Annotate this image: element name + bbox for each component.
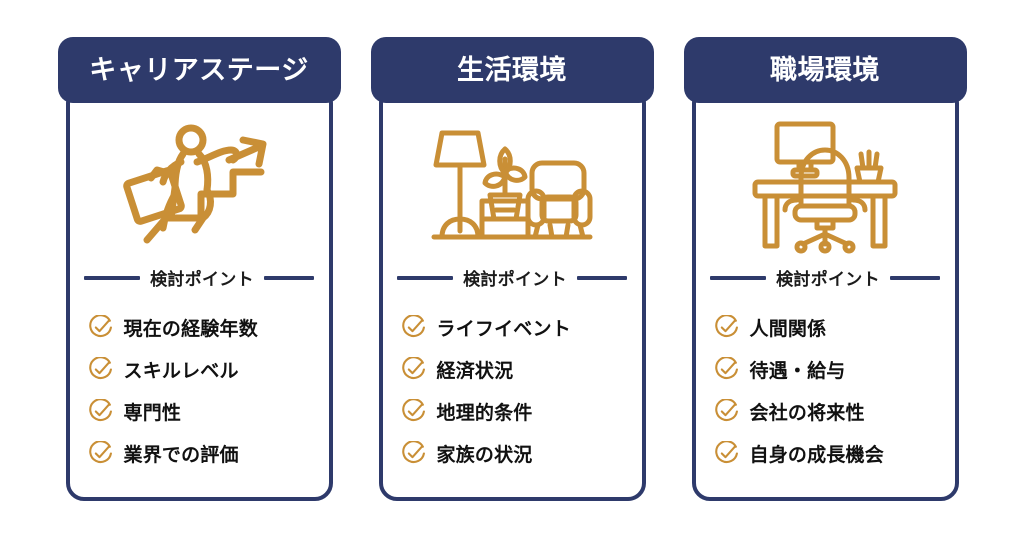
list-item: 経済状況 (401, 348, 632, 390)
divider: 検討ポイント (80, 265, 319, 290)
card-content: 検討ポイント ライフイベント 経済状況 (379, 85, 646, 501)
divider-rule-left (397, 275, 454, 280)
check-circle-icon (88, 440, 112, 463)
list-item-label: 業界での評価 (123, 444, 239, 466)
list-item-label: 経済状況 (436, 360, 514, 382)
list-item: 業界での評価 (88, 432, 319, 474)
divider-rule-right (263, 275, 314, 280)
list-item-label: 専門性 (123, 402, 182, 424)
check-circle-icon (714, 356, 738, 379)
list-item-label: 現在の経験年数 (123, 318, 258, 340)
check-circle-icon (88, 398, 112, 421)
list-item: 人間関係 (714, 306, 945, 348)
list-item: 会社の将来性 (714, 390, 945, 432)
card-title: キャリアステージ (89, 54, 309, 85)
check-circle-icon (714, 440, 738, 463)
check-circle-icon (714, 314, 738, 337)
checklist: 人間関係 待遇・給与 会社の将来性 (706, 306, 945, 474)
divider-label: 検討ポイント (463, 270, 567, 289)
list-item-label: ライフイベント (436, 318, 571, 340)
list-item: 待遇・給与 (714, 348, 945, 390)
card-header: 生活環境 (370, 37, 654, 103)
check-circle-icon (714, 398, 738, 421)
list-item-label: 人間関係 (749, 318, 827, 340)
list-item-label: 自身の成長機会 (749, 444, 884, 466)
card-header: キャリアステージ (57, 37, 341, 103)
list-item: 地理的条件 (401, 390, 632, 432)
card-workplace-environment: 職場環境 (683, 37, 967, 501)
divider: 検討ポイント (706, 265, 945, 290)
divider-label: 検討ポイント (776, 270, 880, 289)
card-career-stage: キャリアステージ (57, 37, 341, 501)
card-header: 職場環境 (683, 37, 967, 103)
card-title: 生活環境 (457, 54, 567, 85)
card-content: 検討ポイント 現在の経験年数 スキルレベル (66, 85, 333, 501)
check-circle-icon (401, 440, 425, 463)
check-circle-icon (401, 314, 425, 337)
check-circle-icon (88, 314, 112, 337)
list-item-label: 会社の将来性 (749, 402, 865, 424)
divider-rule-left (710, 275, 767, 280)
list-item: 専門性 (88, 390, 319, 432)
list-item: スキルレベル (88, 348, 319, 390)
checklist: ライフイベント 経済状況 地理的条件 (393, 306, 632, 474)
office-desk-icon (706, 109, 945, 259)
card-living-environment: 生活環境 (370, 37, 654, 501)
divider-label: 検討ポイント (150, 270, 254, 289)
check-circle-icon (401, 398, 425, 421)
list-item: 自身の成長機会 (714, 432, 945, 474)
list-item-label: 家族の状況 (436, 444, 533, 466)
divider-rule-right (576, 275, 627, 280)
list-item-label: スキルレベル (123, 360, 239, 382)
list-item: 現在の経験年数 (88, 306, 319, 348)
checklist: 現在の経験年数 スキルレベル 専門性 (80, 306, 319, 474)
divider-rule-right (889, 275, 940, 280)
list-item: 家族の状況 (401, 432, 632, 474)
divider: 検討ポイント (393, 265, 632, 290)
living-room-icon (393, 109, 632, 259)
card-body (378, 85, 646, 501)
list-item: ライフイベント (401, 306, 632, 348)
card-content: 検討ポイント 人間関係 待遇・給与 (692, 85, 959, 501)
card-title: 職場環境 (770, 54, 880, 85)
check-circle-icon (401, 356, 425, 379)
divider-rule-left (84, 275, 141, 280)
list-item-label: 待遇・給与 (749, 360, 846, 382)
check-circle-icon (88, 356, 112, 379)
list-item-label: 地理的条件 (436, 402, 533, 424)
career-climb-icon (80, 109, 319, 259)
